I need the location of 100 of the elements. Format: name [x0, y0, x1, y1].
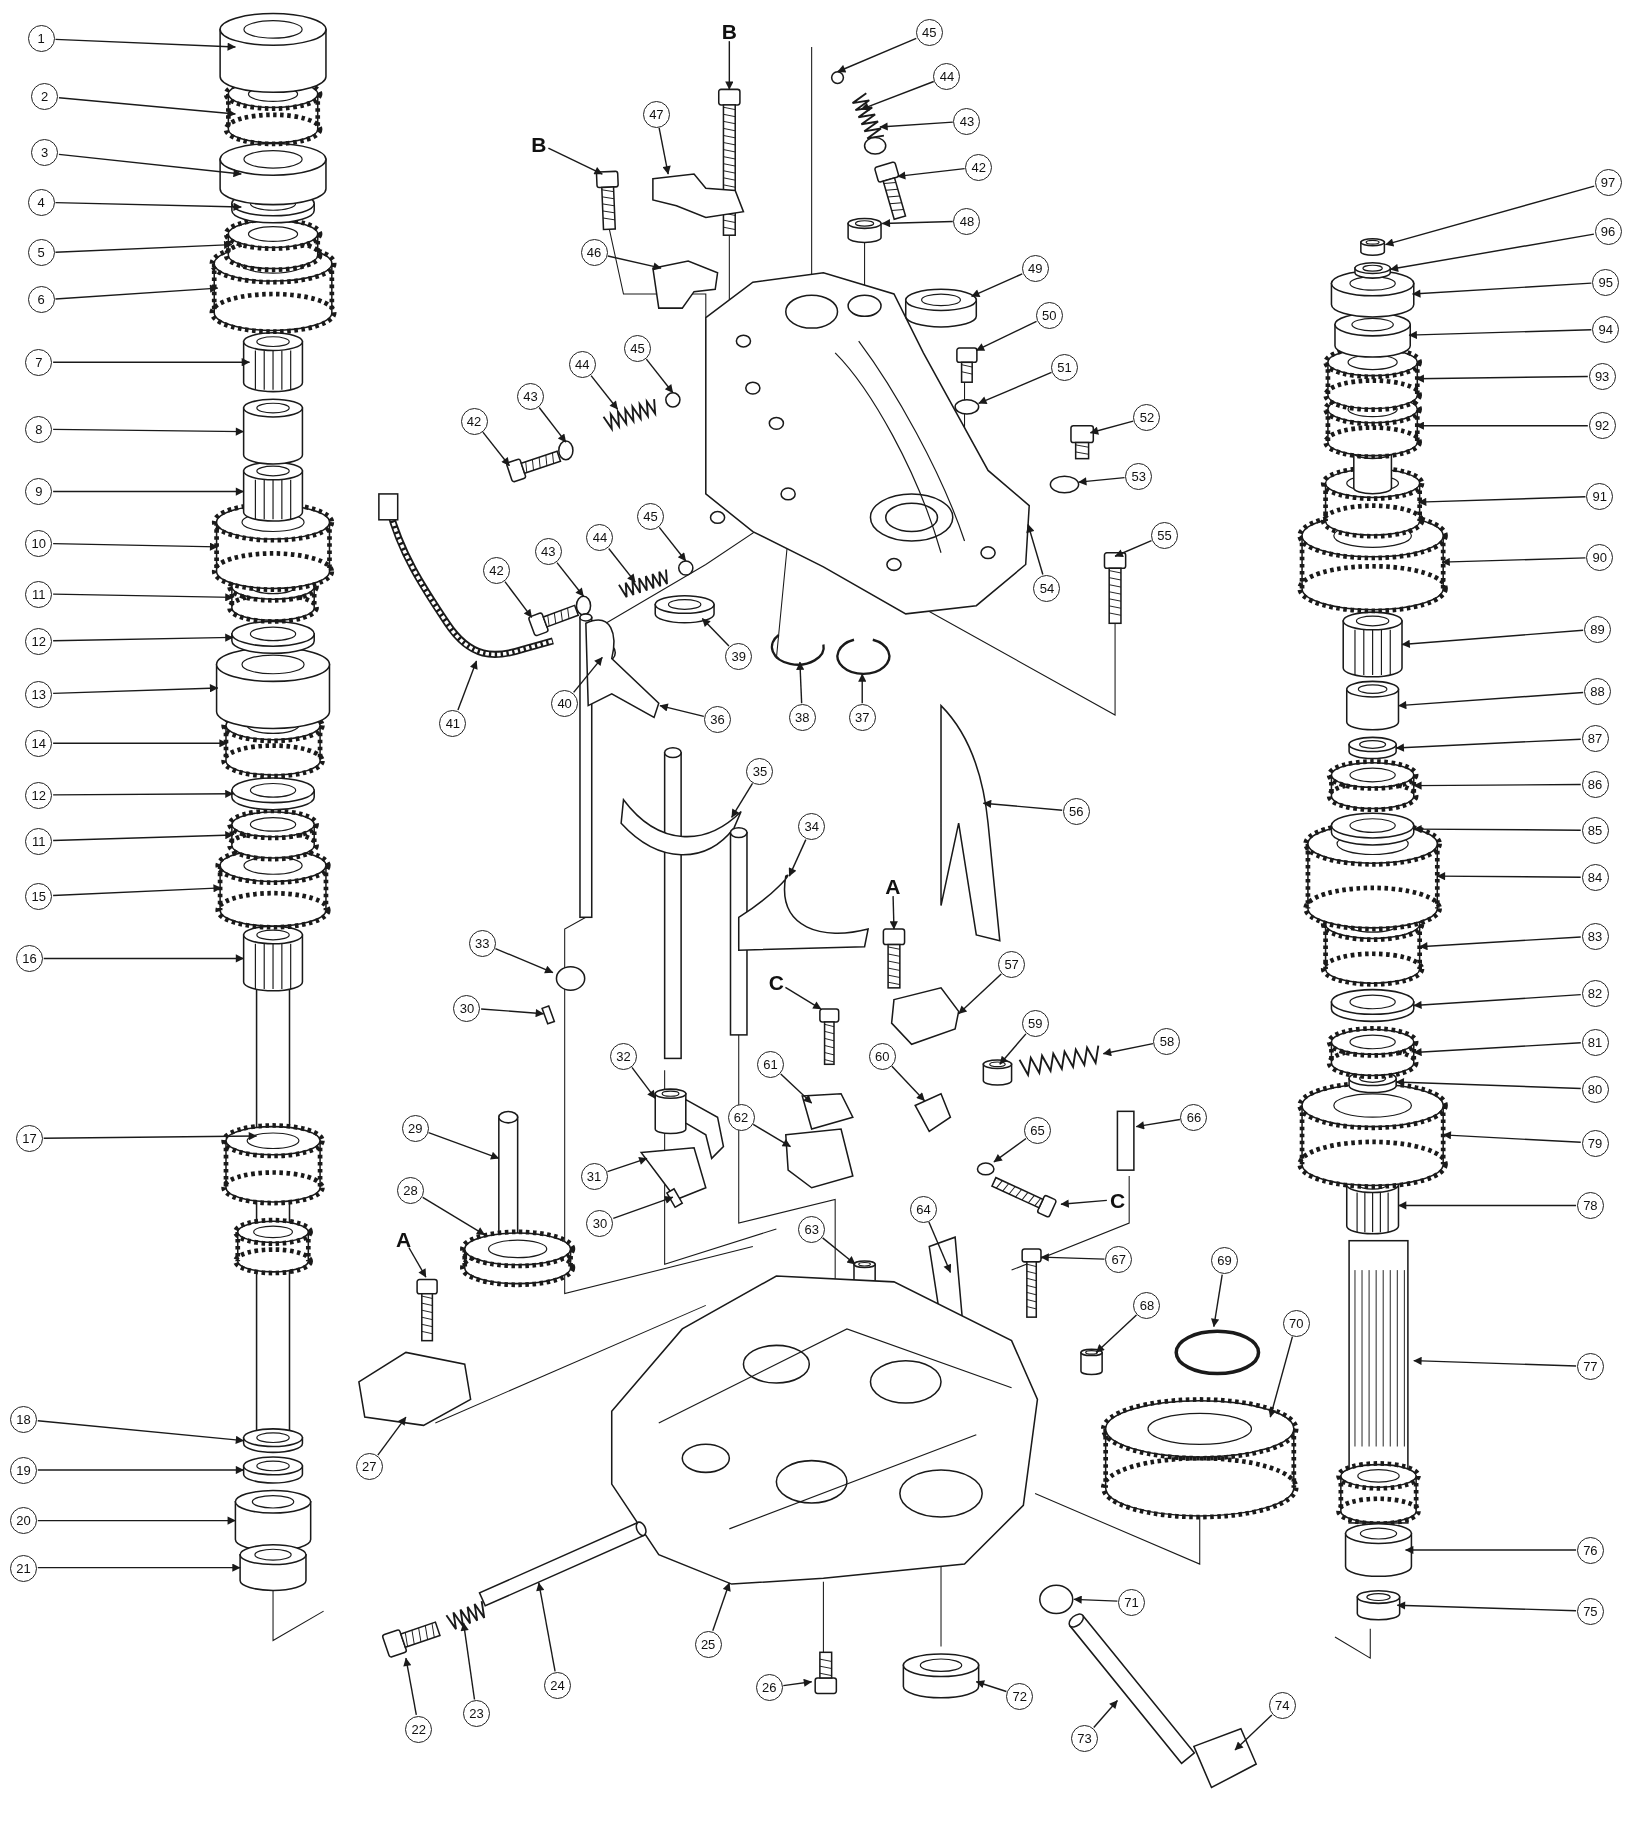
leader-line: [1395, 738, 1582, 752]
leader-line: [645, 358, 674, 394]
callout-number: 65: [1024, 1116, 1051, 1144]
callout-number: 36: [704, 706, 732, 734]
callout-number: 3: [31, 139, 59, 167]
callout-number: 75: [1576, 1598, 1604, 1626]
leader-line: [780, 1073, 813, 1104]
leader-line: [52, 633, 234, 642]
leader-line: [52, 739, 228, 748]
callout-number: 87: [1581, 725, 1609, 753]
reference-letter: A: [885, 875, 901, 897]
leader-line: [1404, 1545, 1577, 1555]
leader-line: [538, 406, 567, 443]
leader-line: [52, 542, 219, 551]
leader-line: [52, 684, 219, 695]
leader-line: [782, 1678, 813, 1687]
leader-line: [977, 371, 1053, 405]
callout-number: 2: [31, 82, 59, 110]
callout-number: 84: [1581, 864, 1609, 891]
callout-number: 42: [965, 153, 993, 181]
reference-letter: A: [395, 1228, 412, 1250]
callout-number: 93: [1588, 362, 1616, 390]
callout-number: 35: [746, 758, 774, 786]
callout-number: 73: [1071, 1725, 1099, 1753]
leader-line: [1384, 185, 1595, 247]
leader-line: [788, 838, 807, 877]
callout-number: 43: [517, 382, 544, 410]
callout-number: 62: [727, 1104, 755, 1131]
leader-line: [993, 1137, 1027, 1163]
callout-number: 45: [637, 502, 664, 530]
callout-number: 66: [1180, 1104, 1208, 1131]
callout-number: 47: [642, 100, 670, 128]
callout-number: 30: [586, 1209, 614, 1237]
callout-number: 92: [1588, 412, 1616, 440]
callout-number: 12: [25, 781, 53, 809]
callout-number: 67: [1105, 1246, 1133, 1274]
callout-number: 44: [933, 62, 961, 90]
callout-number: 45: [624, 334, 652, 362]
callout-number: 53: [1125, 462, 1153, 490]
callout-number: 22: [405, 1715, 433, 1743]
callout-number: 17: [15, 1125, 43, 1153]
leader-line: [1114, 539, 1153, 557]
callout-number: 95: [1592, 268, 1620, 296]
callout-number: 70: [1282, 1309, 1310, 1337]
leader-line: [1395, 1078, 1582, 1090]
leader-line: [752, 1123, 792, 1148]
leader-line: [1397, 691, 1584, 710]
callout-number: 69: [1211, 1247, 1238, 1275]
callout-number: 18: [10, 1406, 37, 1434]
leader-line: [1413, 1356, 1577, 1367]
leader-line: [482, 431, 511, 467]
callout-number: 68: [1133, 1292, 1161, 1320]
leader-line: [957, 973, 1002, 1015]
callout-number: 11: [25, 580, 53, 608]
leader-line: [659, 703, 705, 718]
leader-line: [52, 884, 222, 897]
leader-line: [1418, 936, 1582, 951]
callout-number: 14: [25, 729, 53, 757]
leader-line: [1411, 282, 1593, 298]
callout-number: 29: [401, 1114, 429, 1142]
leader-line: [37, 1516, 237, 1525]
callout-number: 45: [915, 19, 943, 47]
callout-number: 23: [462, 1700, 490, 1728]
callout-number: 12: [25, 627, 53, 655]
leader-line: [52, 427, 245, 436]
callout-number: 46: [580, 239, 608, 267]
callout-number: 72: [1006, 1682, 1034, 1710]
callout-number: 33: [468, 929, 496, 957]
leader-line: [457, 660, 478, 711]
leader-line: [54, 240, 233, 253]
leader-line: [460, 1622, 476, 1701]
callout-number: 76: [1576, 1536, 1604, 1564]
callout-number: 63: [798, 1215, 826, 1243]
callout-number: 10: [25, 529, 53, 557]
callout-number: 90: [1586, 544, 1614, 572]
leader-line: [1089, 420, 1134, 435]
leader-line: [1211, 1273, 1223, 1328]
leader-line: [1060, 1199, 1108, 1208]
leader-line: [1442, 1131, 1582, 1144]
leader-line: [504, 580, 533, 619]
leader-line: [730, 782, 754, 819]
leader-line: [612, 1195, 674, 1220]
callout-number: 31: [580, 1162, 608, 1190]
leader-line: [860, 80, 935, 111]
leader-line: [43, 1132, 258, 1141]
reference-letter: C: [768, 971, 784, 993]
callout-number: 1: [27, 25, 55, 53]
callout-number: 9: [25, 478, 53, 506]
leader-line: [821, 1237, 856, 1265]
leader-line: [590, 374, 619, 410]
leader-line: [879, 121, 954, 131]
leader-line: [1415, 374, 1589, 383]
leader-line: [1234, 1714, 1273, 1751]
leader-line: [37, 1420, 245, 1444]
callout-number: 13: [25, 680, 53, 708]
leader-line: [1135, 1118, 1181, 1130]
leader-line: [1093, 1699, 1119, 1729]
leader-line: [37, 1465, 245, 1475]
callout-number: 34: [798, 813, 826, 841]
leader-line: [631, 1066, 656, 1100]
